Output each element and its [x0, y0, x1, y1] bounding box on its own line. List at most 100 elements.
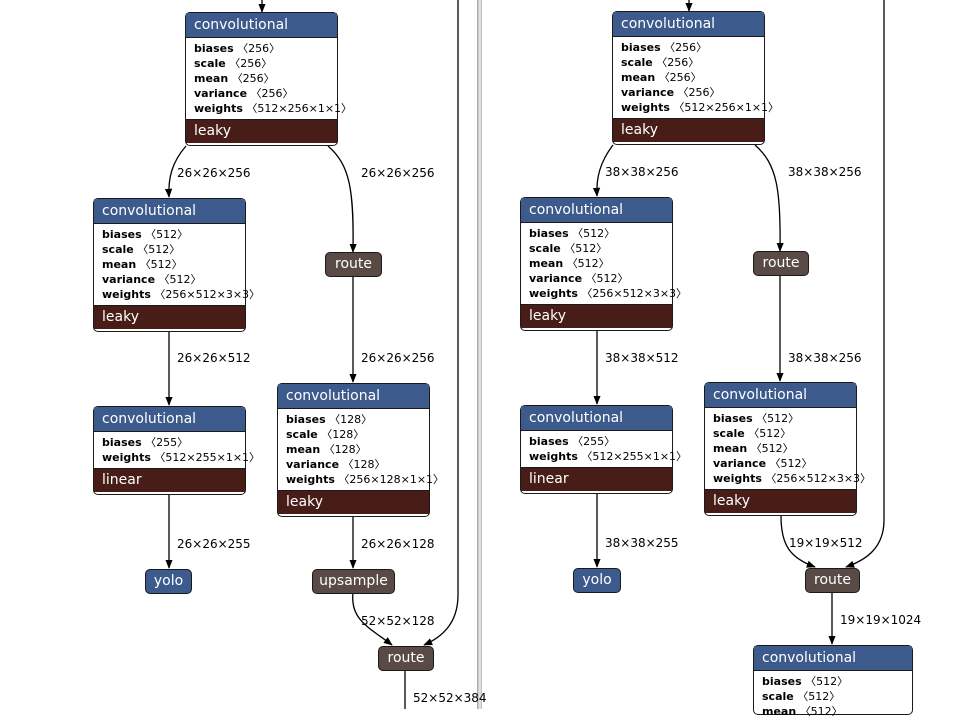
left-conv-node-top[interactable]: convolutional biases 〈256〉 scale 〈256〉 m…	[185, 12, 353, 146]
node-activation: linear	[521, 467, 672, 491]
edge-label: 52×52×128	[361, 614, 435, 628]
right-yolo-node[interactable]: yolo	[573, 568, 621, 593]
edge-r-e6	[780, 515, 816, 568]
edge-label: 38×38×255	[605, 536, 679, 550]
node-title: convolutional	[186, 13, 337, 37]
attr-scale: scale 〈256〉	[621, 56, 700, 69]
node-attributes: biases 〈256〉 scale 〈256〉 mean 〈256〉 vari…	[186, 37, 353, 119]
node-activation: leaky	[186, 119, 337, 143]
edge-label: 26×26×512	[177, 351, 251, 365]
right-conv-node-right[interactable]: convolutional biases 〈512〉 scale 〈512〉 m…	[704, 382, 871, 516]
node-activation: leaky	[613, 118, 764, 142]
attr-scale: scale 〈128〉	[286, 428, 365, 441]
attr-mean: mean 〈256〉	[621, 71, 702, 84]
edge-r-side	[845, 0, 885, 568]
edge-label: 38×38×256	[788, 351, 862, 365]
attr-weights: weights 〈256×512×3×3〉	[529, 287, 688, 300]
attr-weights: weights 〈512×256×1×1〉	[621, 101, 780, 114]
left-upsample-node[interactable]: upsample	[312, 569, 395, 594]
attr-biases: biases 〈255〉	[102, 436, 189, 449]
node-activation: linear	[94, 468, 245, 492]
attr-biases: biases 〈512〉	[102, 228, 189, 241]
node-activation: leaky	[705, 489, 856, 513]
node-title: convolutional	[278, 384, 429, 408]
left-yolo-node[interactable]: yolo	[145, 569, 192, 594]
right-route-node-1[interactable]: route	[753, 251, 809, 276]
attr-mean: mean 〈128〉	[286, 443, 367, 456]
attr-biases: biases 〈256〉	[621, 41, 708, 54]
node-title: convolutional	[613, 12, 764, 36]
node-attributes: biases 〈512〉 scale 〈512〉 mean 〈512〉	[754, 670, 912, 722]
node-activation: leaky	[278, 490, 429, 514]
right-conv-node-bottom[interactable]: convolutional biases 〈512〉 scale 〈512〉 m…	[753, 645, 913, 718]
edge-l-e1	[164, 145, 187, 198]
attr-variance: variance 〈256〉	[621, 86, 721, 99]
node-attributes: biases 〈512〉 scale 〈512〉 mean 〈512〉 vari…	[705, 407, 871, 489]
right-conv-node-top[interactable]: convolutional biases 〈256〉 scale 〈256〉 m…	[612, 11, 780, 145]
edge-label: 52×52×384	[413, 691, 487, 705]
edge-r-e2	[754, 144, 784, 252]
edge-l-e7	[352, 592, 393, 646]
attr-biases: biases 〈512〉	[713, 412, 800, 425]
attr-scale: scale 〈512〉	[762, 690, 841, 703]
edge-r-e1	[592, 144, 614, 197]
attr-weights: weights 〈256×512×3×3〉	[102, 288, 261, 301]
node-title: convolutional	[94, 407, 245, 431]
edge-label: 19×19×1024	[840, 613, 922, 627]
node-title: convolutional	[521, 406, 672, 430]
attr-variance: variance 〈128〉	[286, 458, 386, 471]
attr-biases: biases 〈512〉	[762, 675, 849, 688]
attr-mean: mean 〈512〉	[762, 705, 843, 718]
edge-label: 38×38×256	[605, 165, 679, 179]
node-attributes: biases 〈256〉 scale 〈256〉 mean 〈256〉 vari…	[613, 36, 780, 118]
edge-label: 26×26×128	[361, 537, 435, 551]
edge-label: 19×19×512	[789, 536, 863, 550]
edge-label: 26×26×256	[361, 166, 435, 180]
edge-label: 26×26×256	[361, 351, 435, 365]
left-conv-node-linear[interactable]: convolutional biases 〈255〉 weights 〈512×…	[93, 406, 261, 495]
attr-variance: variance 〈512〉	[713, 457, 813, 470]
left-route-node-1[interactable]: route	[325, 252, 382, 277]
node-title: convolutional	[94, 199, 245, 223]
node-activation: leaky	[94, 305, 245, 329]
node-activation: leaky	[521, 304, 672, 328]
edge-l-e2	[327, 145, 357, 253]
node-attributes: biases 〈255〉 weights 〈512×255×1×1〉	[521, 430, 688, 467]
node-attributes: biases 〈512〉 scale 〈512〉 mean 〈512〉 vari…	[521, 222, 688, 304]
attr-scale: scale 〈512〉	[529, 242, 608, 255]
attr-biases: biases 〈128〉	[286, 413, 373, 426]
attr-weights: weights 〈256×128×1×1〉	[286, 473, 445, 486]
attr-weights: weights 〈512×256×1×1〉	[194, 102, 353, 115]
node-attributes: biases 〈128〉 scale 〈128〉 mean 〈128〉 vari…	[278, 408, 445, 490]
attr-mean: mean 〈512〉	[713, 442, 794, 455]
attr-weights: weights 〈512×255×1×1〉	[529, 450, 688, 463]
attr-biases: biases 〈512〉	[529, 227, 616, 240]
attr-mean: mean 〈512〉	[529, 257, 610, 270]
left-route-node-2[interactable]: route	[378, 646, 434, 671]
node-title: convolutional	[705, 383, 856, 407]
attr-biases: biases 〈256〉	[194, 42, 281, 55]
attr-weights: weights 〈512×255×1×1〉	[102, 451, 261, 464]
attr-scale: scale 〈512〉	[713, 427, 792, 440]
left-conv-node-mid[interactable]: convolutional biases 〈512〉 scale 〈512〉 m…	[93, 198, 261, 332]
attr-variance: variance 〈512〉	[102, 273, 202, 286]
attr-mean: mean 〈512〉	[102, 258, 183, 271]
attr-biases: biases 〈255〉	[529, 435, 616, 448]
edge-label: 26×26×255	[177, 537, 251, 551]
left-conv-node-right[interactable]: convolutional biases 〈128〉 scale 〈128〉 m…	[277, 383, 445, 517]
attr-scale: scale 〈256〉	[194, 57, 273, 70]
right-conv-node-mid[interactable]: convolutional biases 〈512〉 scale 〈512〉 m…	[520, 197, 688, 331]
right-route-node-2[interactable]: route	[805, 568, 860, 593]
attr-mean: mean 〈256〉	[194, 72, 275, 85]
panel-divider[interactable]	[477, 0, 482, 709]
node-title: convolutional	[754, 646, 912, 670]
attr-scale: scale 〈512〉	[102, 243, 181, 256]
edge-label: 26×26×256	[177, 166, 251, 180]
node-title: convolutional	[521, 198, 672, 222]
node-attributes: biases 〈255〉 weights 〈512×255×1×1〉	[94, 431, 261, 468]
node-attributes: biases 〈512〉 scale 〈512〉 mean 〈512〉 vari…	[94, 223, 261, 305]
right-conv-node-linear[interactable]: convolutional biases 〈255〉 weights 〈512×…	[520, 405, 688, 494]
edge-l-side	[423, 0, 459, 646]
attr-variance: variance 〈512〉	[529, 272, 629, 285]
